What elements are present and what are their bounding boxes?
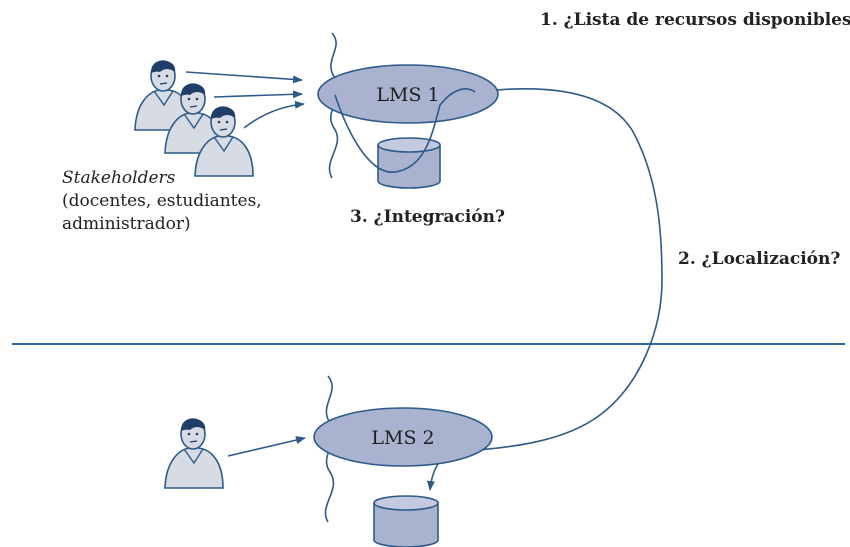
database-icon xyxy=(377,137,441,189)
lms1-node xyxy=(317,64,499,124)
integration-loop xyxy=(334,88,476,173)
person-icon xyxy=(194,106,254,177)
person-icon xyxy=(164,418,224,489)
stakeholder-arrow xyxy=(243,100,305,129)
stakeholder-group xyxy=(134,60,254,177)
stakeholder-arrow xyxy=(185,71,303,84)
question-integration: 3. ¿Integración? xyxy=(350,207,505,227)
lms2-node xyxy=(313,407,493,467)
stakeholder-arrow xyxy=(227,436,306,457)
lms1-label: LMS 1 xyxy=(376,84,439,106)
stakeholders-detail-line1: (docentes, estudiantes, xyxy=(62,191,262,211)
stakeholders-title: Stakeholders xyxy=(62,168,176,188)
stakeholders-detail-line2: administrador) xyxy=(62,214,191,234)
database-icon xyxy=(373,495,439,547)
question-resource-list: 1. ¿Lista de recursos disponibles? xyxy=(540,10,850,30)
stakeholder-arrow xyxy=(213,90,303,99)
question-localization: 2. ¿Localización? xyxy=(678,249,840,269)
lms2-label: LMS 2 xyxy=(371,427,434,449)
